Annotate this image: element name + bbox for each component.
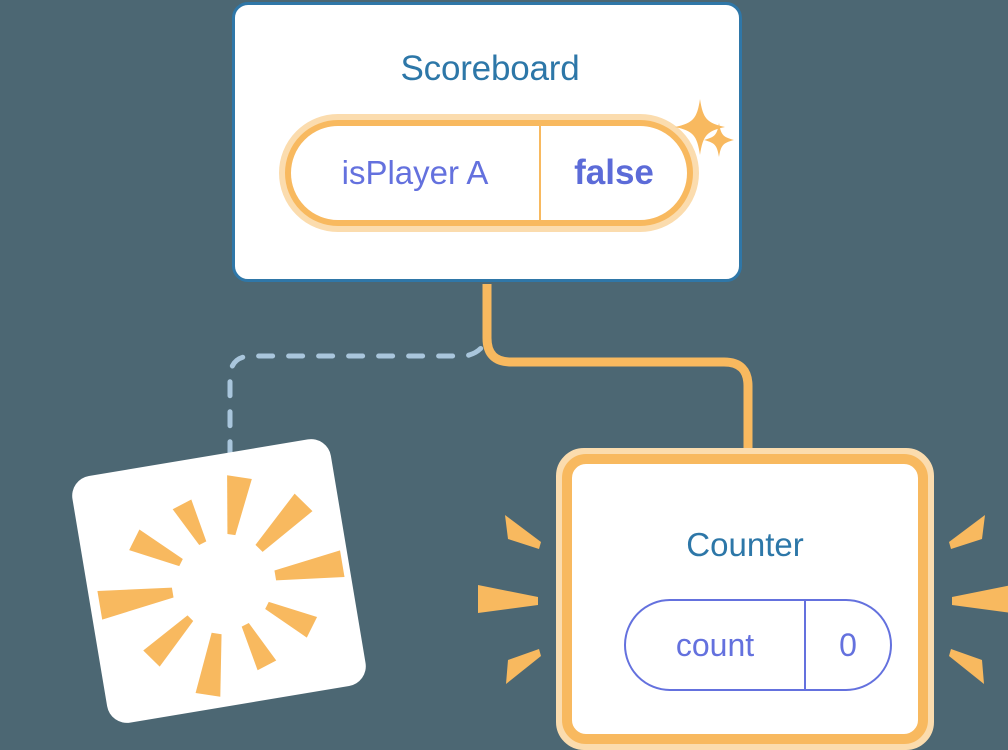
scoreboard-pill-glow	[279, 114, 699, 232]
counter-ray-left-middle	[478, 585, 538, 613]
blank-card[interactable]	[69, 436, 369, 726]
counter-card-surface[interactable]: Counter count 0	[562, 454, 928, 744]
counter-card[interactable]: Counter count 0	[556, 448, 934, 750]
scoreboard-state-value: false	[574, 153, 654, 192]
scoreboard-pill-body[interactable]: isPlayer A false	[285, 120, 693, 226]
counter-ray-left-bottom	[506, 649, 541, 684]
counter-title: Counter	[686, 526, 804, 563]
counter-ray-right-bottom	[949, 649, 984, 684]
counter-state-key: count	[675, 626, 755, 663]
scoreboard-title: Scoreboard	[400, 49, 580, 88]
counter-state-value: 0	[839, 626, 857, 663]
scoreboard-state-key: isPlayer A	[341, 154, 489, 191]
connector-scoreboard-to-blank-card	[227, 287, 490, 475]
counter-ray-right-middle	[952, 585, 1008, 613]
scoreboard-card[interactable]: Scoreboard isPlayer A false	[232, 2, 742, 282]
counter-state-pill[interactable]: count 0	[624, 599, 892, 691]
counter-pill-divider	[804, 599, 806, 691]
counter-card-glow	[556, 448, 934, 750]
counter-ray-left-top	[505, 515, 541, 549]
sparkle-large-icon	[675, 99, 725, 155]
counter-ray-right-top	[949, 515, 985, 549]
connector-scoreboard-to-counter	[482, 284, 753, 462]
burst-rays-icon	[97, 475, 345, 697]
scoreboard-state-pill[interactable]: isPlayer A false	[279, 114, 699, 232]
scoreboard-pill-divider	[539, 120, 541, 226]
sparkle-small-icon	[704, 123, 734, 157]
